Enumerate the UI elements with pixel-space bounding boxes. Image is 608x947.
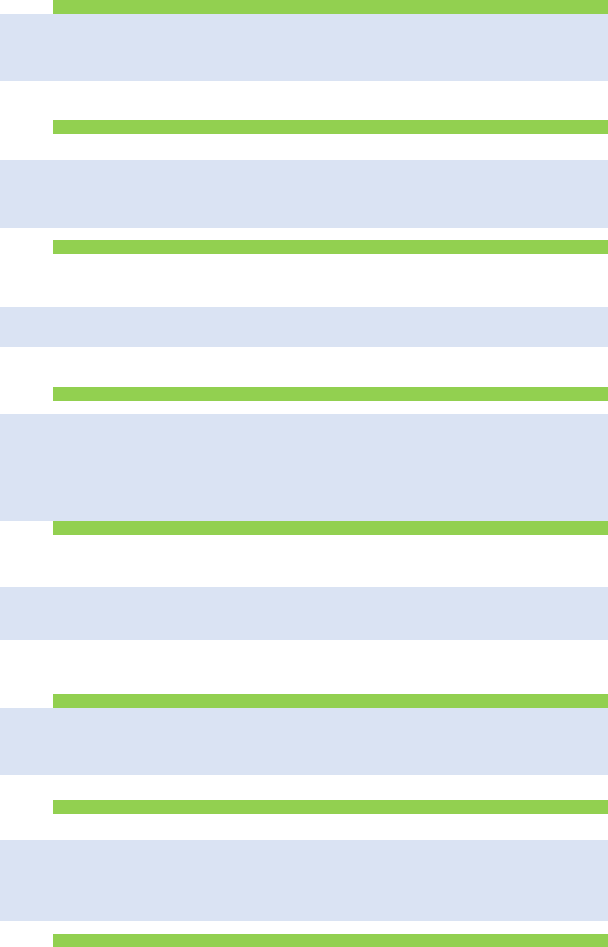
- divider-bar: [53, 521, 608, 535]
- divider-bar: [53, 0, 608, 14]
- content-band: [0, 587, 608, 640]
- divider-bar: [53, 694, 608, 708]
- divider-bar: [53, 120, 608, 134]
- content-band: [0, 708, 608, 775]
- content-band: [0, 160, 608, 228]
- divider-bar: [53, 934, 608, 947]
- divider-bar: [53, 387, 608, 401]
- content-band: [0, 414, 608, 521]
- content-band: [0, 840, 608, 921]
- divider-bar: [53, 800, 608, 814]
- content-band: [0, 14, 608, 81]
- divider-bar: [53, 240, 608, 254]
- content-band: [0, 307, 608, 347]
